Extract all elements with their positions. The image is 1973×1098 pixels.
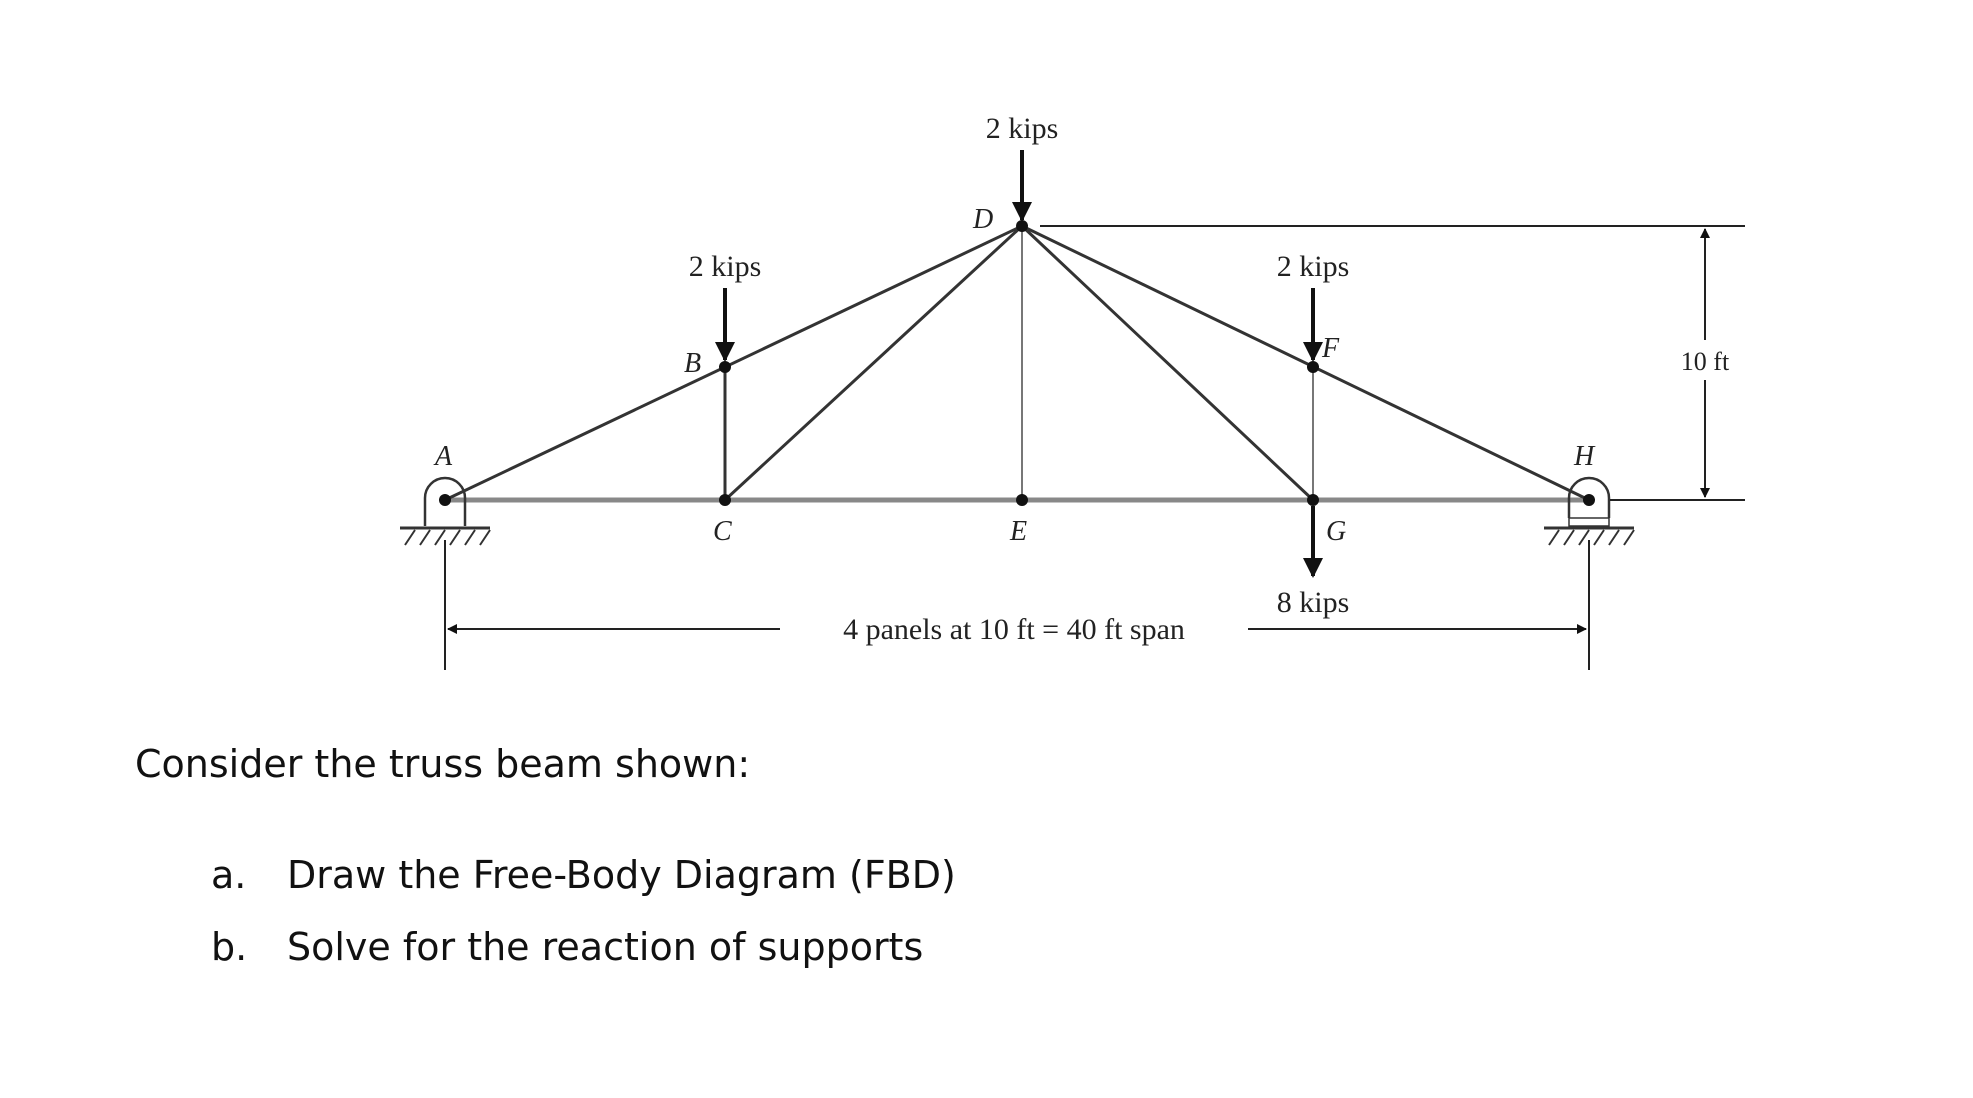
- node-label-G: G: [1326, 516, 1346, 547]
- span-dimension-label: 4 panels at 10 ft = 40 ft span: [843, 613, 1185, 646]
- joint-A: [439, 494, 451, 506]
- joint-F: [1307, 361, 1319, 373]
- node-label-F: F: [1321, 333, 1340, 364]
- joint-C: [719, 494, 731, 506]
- load-label-F: 2 kips: [1277, 250, 1350, 283]
- node-label-H: H: [1573, 441, 1596, 472]
- member-AB: [444, 224, 1023, 502]
- pin-support-A: [400, 476, 491, 546]
- joint-G: [1307, 494, 1319, 506]
- item-b-text: Solve for the reaction of supports: [287, 925, 924, 969]
- member-DG: [1020, 224, 1315, 502]
- node-label-A: A: [433, 441, 453, 472]
- joint-D: [1016, 220, 1028, 232]
- node-label-D: D: [972, 204, 993, 235]
- problem-intro: Consider the truss beam shown:: [135, 742, 751, 786]
- item-a-marker: a.: [211, 853, 247, 897]
- node-label-E: E: [1009, 516, 1027, 547]
- height-dimension-label: 10 ft: [1681, 347, 1730, 376]
- node-label-B: B: [684, 348, 701, 379]
- item-a-text: Draw the Free-Body Diagram (FBD): [287, 853, 956, 897]
- joint-E: [1016, 494, 1028, 506]
- member-CD: [723, 224, 1024, 502]
- item-b-marker: b.: [211, 925, 248, 969]
- joint-B: [719, 361, 731, 373]
- load-label-D: 2 kips: [986, 112, 1059, 145]
- roller-support-H: [1544, 476, 1635, 546]
- load-label-B: 2 kips: [689, 250, 762, 283]
- member-DH: [1021, 224, 1590, 502]
- node-label-C: C: [713, 516, 732, 547]
- joint-H: [1583, 494, 1595, 506]
- load-label-G: 8 kips: [1277, 586, 1350, 619]
